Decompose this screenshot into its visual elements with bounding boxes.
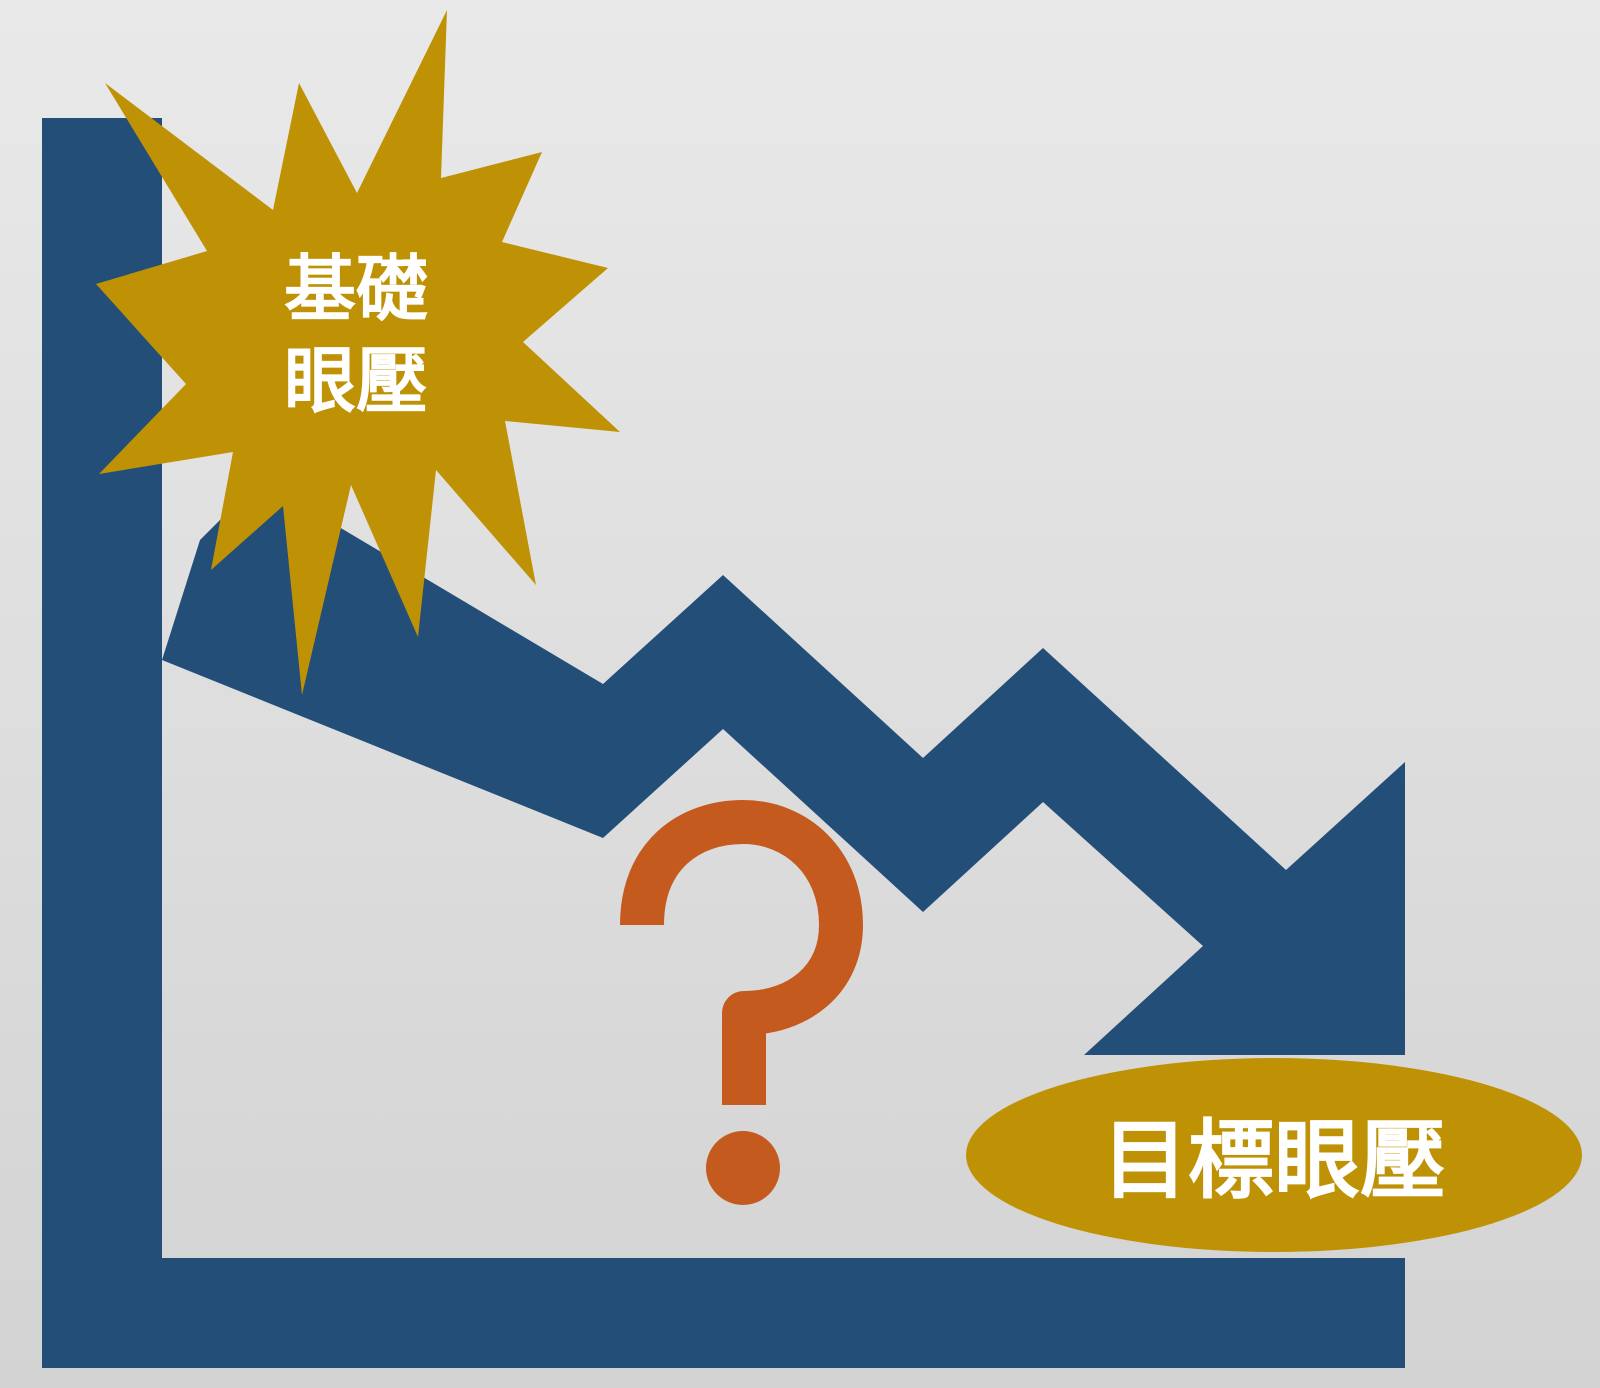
- question-mark-hook: [620, 800, 863, 1105]
- baseline-label-line1: 基礎: [284, 247, 428, 331]
- target-ellipse: [966, 1058, 1582, 1252]
- baseline-label-line2: 眼壓: [284, 339, 428, 423]
- descending-arrow: [162, 480, 1405, 1055]
- target-label: 目標眼壓: [1102, 1111, 1446, 1211]
- question-mark-dot: [706, 1131, 780, 1205]
- baseline-starburst: [96, 10, 620, 695]
- question-mark-icon: [620, 800, 863, 1205]
